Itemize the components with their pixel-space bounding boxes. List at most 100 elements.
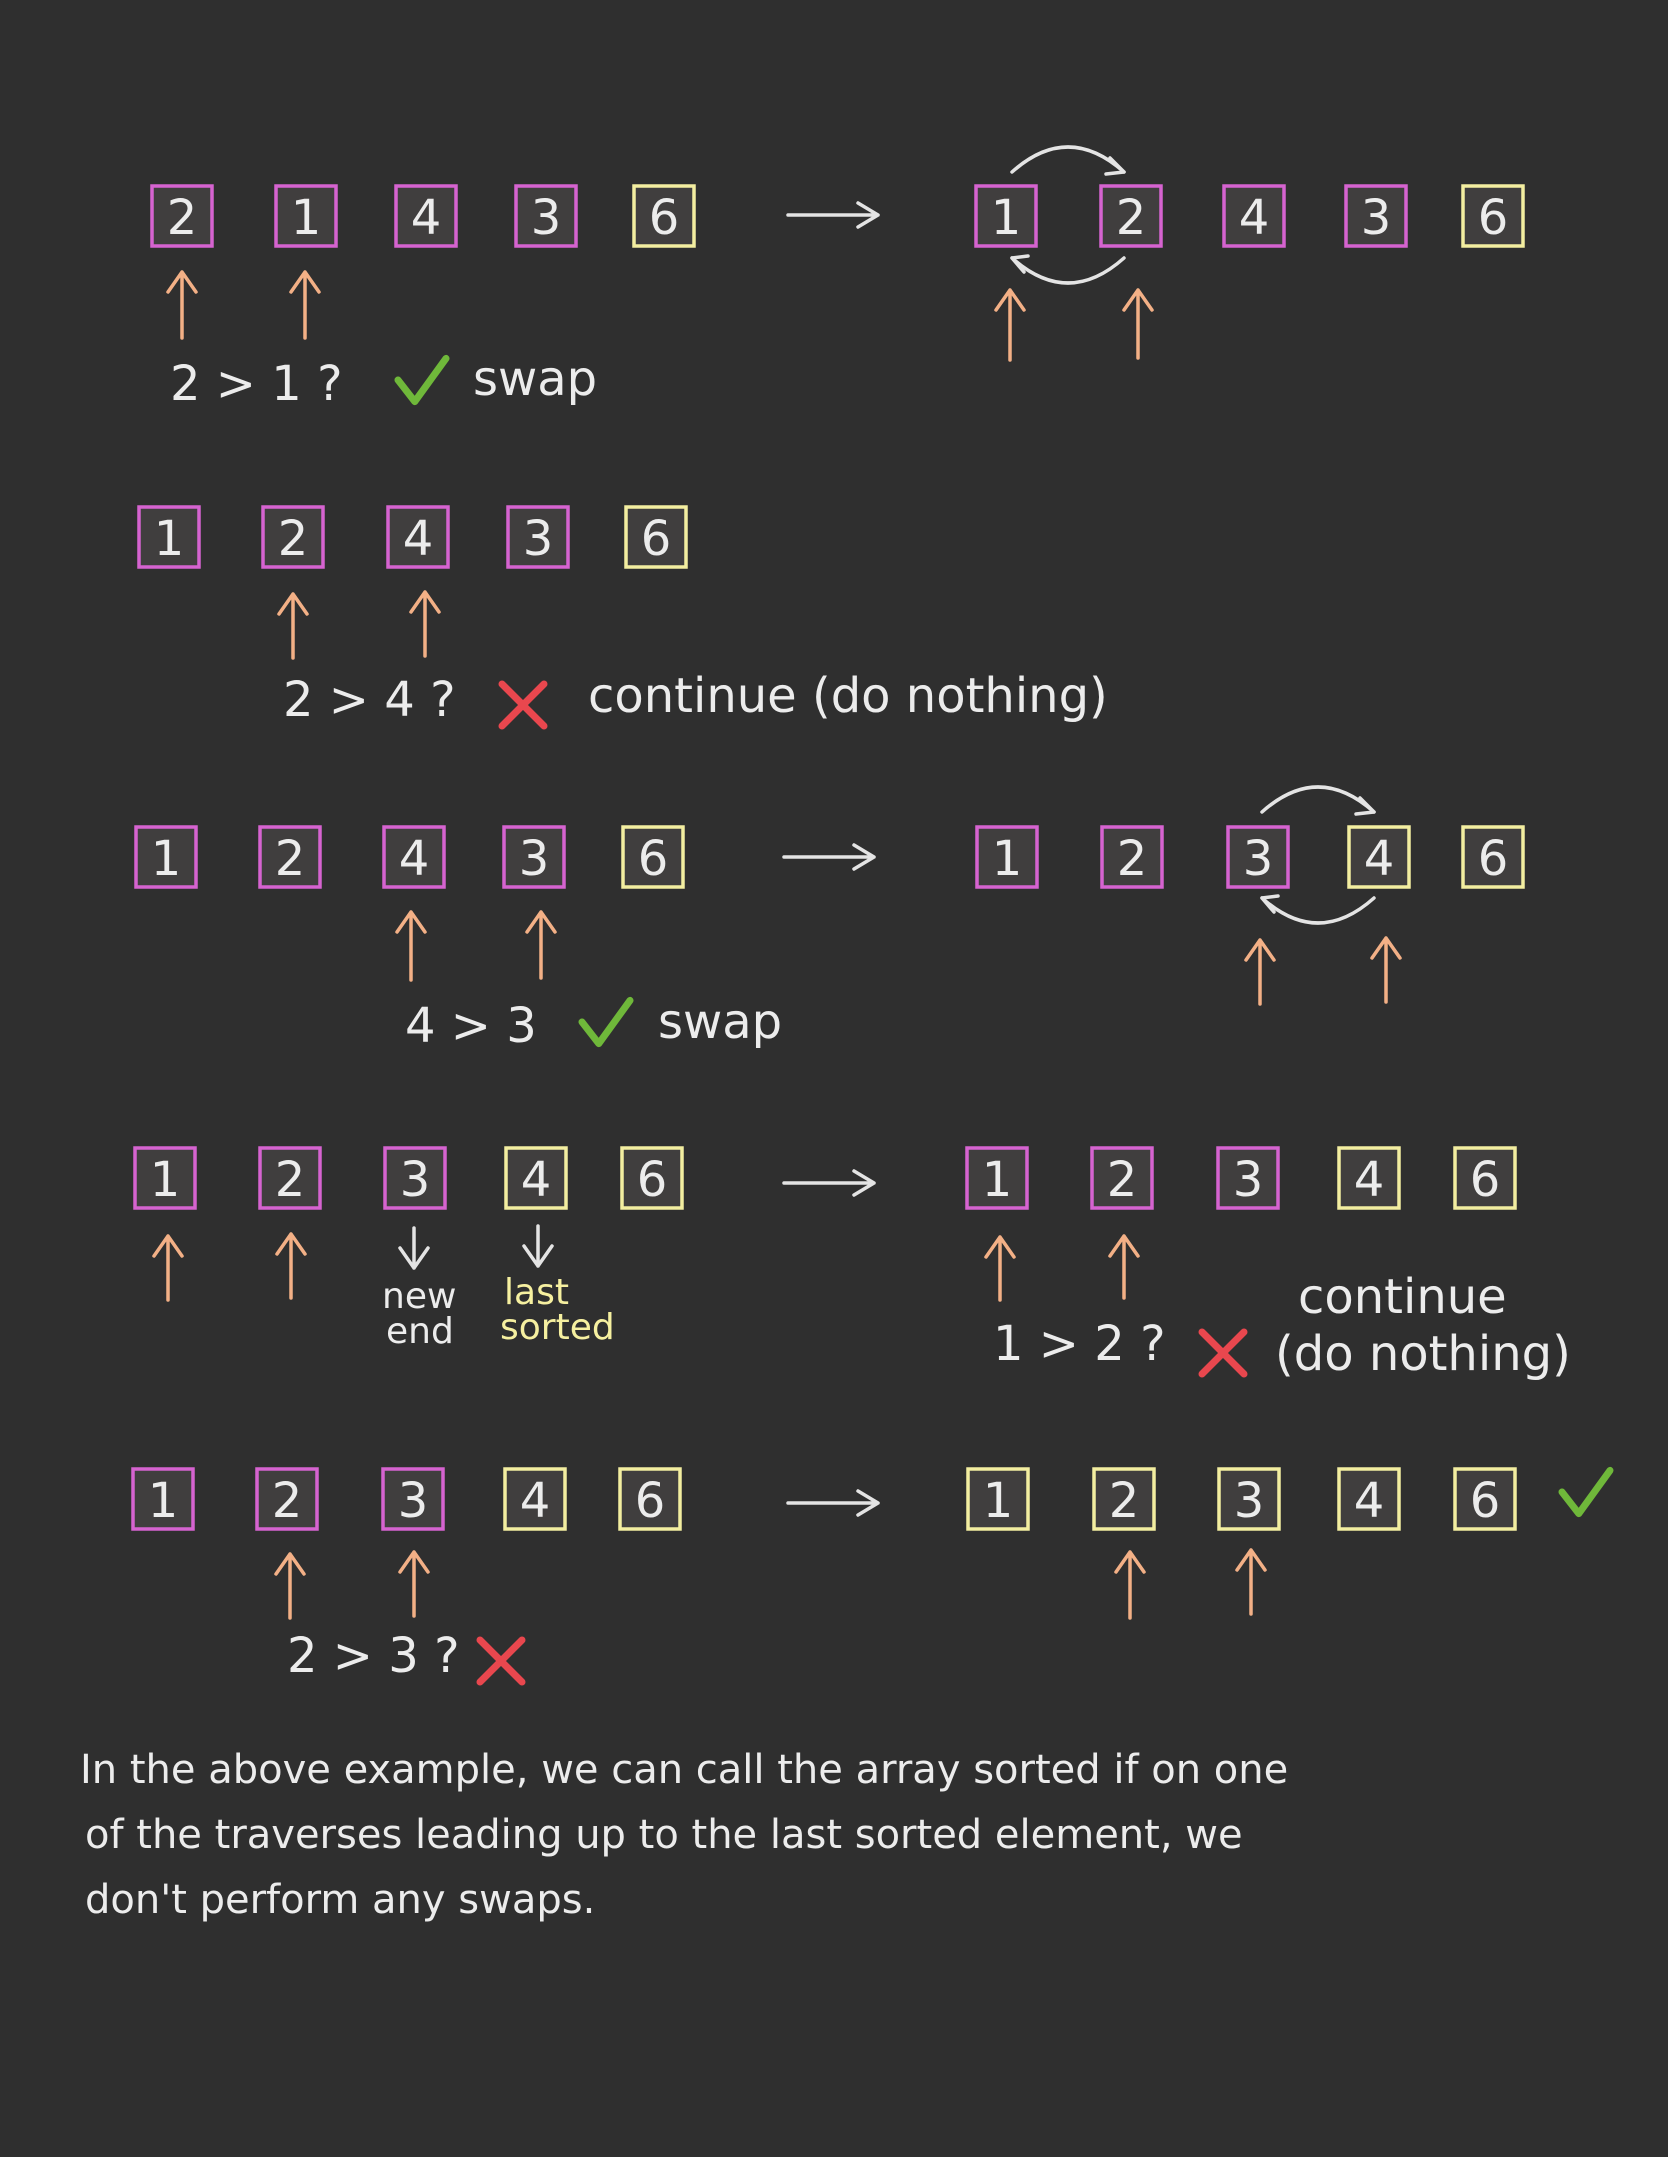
array-cell-box xyxy=(620,1146,684,1210)
array-cell-value: 1 xyxy=(982,1152,1013,1208)
array-cell: 1 xyxy=(137,505,201,569)
array-cell-value: 4 xyxy=(1354,1473,1385,1529)
pointer-arrow xyxy=(1114,1550,1146,1620)
step1-action: swap xyxy=(473,351,597,407)
swap-arc-bottom xyxy=(1010,256,1126,285)
array-cell: 4 xyxy=(1222,184,1286,248)
array-cell-value: 2 xyxy=(1107,1152,1138,1208)
array-cell: 3 xyxy=(1226,825,1290,889)
array-cell-box xyxy=(137,505,201,569)
array-cell: 1 xyxy=(134,825,198,889)
array-cell-box xyxy=(502,825,566,889)
pointer-arrow xyxy=(166,270,198,340)
array-cell-box xyxy=(150,184,214,248)
array-cell-value: 3 xyxy=(523,511,554,567)
caption-line-1: In the above example, we can call the ar… xyxy=(80,1747,1288,1793)
caption-line-3: don't perform any swaps. xyxy=(85,1877,595,1923)
array-cell: 3 xyxy=(1216,1146,1280,1210)
array-cell: 6 xyxy=(621,825,685,889)
array-cell-value: 2 xyxy=(1117,831,1148,887)
pointer-arrow xyxy=(398,1550,430,1618)
pointer-arrow xyxy=(994,288,1026,362)
array-cell: 1 xyxy=(131,1467,195,1531)
array-cell-value: 1 xyxy=(150,1152,181,1208)
array-cell-value: 3 xyxy=(398,1473,429,1529)
array-cell: 6 xyxy=(620,1146,684,1210)
array-cell-box xyxy=(632,184,696,248)
array-cell-value: 3 xyxy=(1361,190,1392,246)
array-cell: 2 xyxy=(150,184,214,248)
array-cell-value: 4 xyxy=(1364,831,1395,887)
pointer-arrow xyxy=(395,910,427,982)
transition-arrow xyxy=(786,1489,880,1517)
array-cell-value: 6 xyxy=(1478,190,1509,246)
array-cell: 4 xyxy=(504,1146,568,1210)
array-cell-box xyxy=(382,825,446,889)
step3-comparison: 4 > 3 xyxy=(405,998,537,1054)
array-cell-box xyxy=(1453,1146,1517,1210)
array-cell: 6 xyxy=(1453,1467,1517,1531)
swap-arc-bottom xyxy=(1260,896,1376,925)
pointer-arrow xyxy=(274,1552,306,1620)
array-cell-box xyxy=(624,505,688,569)
swap-arc-bottom-head xyxy=(1260,894,1280,914)
step4-action-line2: (do nothing) xyxy=(1275,1326,1571,1382)
pointer-arrow xyxy=(984,1235,1016,1302)
array-cell: 1 xyxy=(965,1146,1029,1210)
pointer-arrow xyxy=(289,270,321,340)
array-cell-box xyxy=(383,1146,447,1210)
array-cell-box xyxy=(1217,1467,1281,1531)
step3-action: swap xyxy=(658,994,782,1050)
array-cell: 2 xyxy=(258,825,322,889)
array-cell-box xyxy=(386,505,450,569)
array-cell-value: 1 xyxy=(992,831,1023,887)
swap-arc-bottom-head xyxy=(1010,254,1030,274)
array-cell-box xyxy=(1090,1146,1154,1210)
step5-comparison: 2 > 3 ? xyxy=(287,1628,460,1684)
array-cell: 2 xyxy=(258,1146,322,1210)
array-cell-value: 4 xyxy=(403,511,434,567)
array-cell-value: 2 xyxy=(1116,190,1147,246)
array-cell: 4 xyxy=(394,184,458,248)
array-cell-value: 2 xyxy=(1109,1473,1140,1529)
transition-arrow xyxy=(786,201,880,229)
array-cell: 4 xyxy=(386,505,450,569)
array-cell: 2 xyxy=(1092,1467,1156,1531)
diagram-marks xyxy=(152,145,1614,1686)
pointer-arrow xyxy=(409,590,441,658)
array-cell-value: 4 xyxy=(520,1473,551,1529)
array-cell: 3 xyxy=(1344,184,1408,248)
swap-arc-top-head xyxy=(1354,796,1376,816)
array-cell-box xyxy=(1099,184,1163,248)
array-cell-value: 6 xyxy=(637,1152,668,1208)
pointer-arrow xyxy=(1244,938,1276,1006)
array-cell-box xyxy=(506,505,570,569)
array-cell-value: 4 xyxy=(399,831,430,887)
array-cell-value: 6 xyxy=(1470,1473,1501,1529)
array-cell: 2 xyxy=(1090,1146,1154,1210)
array-cell-box xyxy=(965,1146,1029,1210)
pointer-arrow xyxy=(275,1232,307,1300)
array-cell: 6 xyxy=(1461,825,1525,889)
array-cell-box xyxy=(258,825,322,889)
array-cell-box xyxy=(1337,1146,1401,1210)
pointer-arrow xyxy=(525,910,557,980)
array-cell: 6 xyxy=(1461,184,1525,248)
check-icon xyxy=(578,996,634,1048)
array-cell-box xyxy=(255,1467,319,1531)
array-cell-box xyxy=(618,1467,682,1531)
array-cell-box xyxy=(258,1146,322,1210)
array-cell: 4 xyxy=(1347,825,1411,889)
new-end-label-1: new xyxy=(382,1276,456,1317)
array-cell-value: 2 xyxy=(272,1473,303,1529)
check-icon xyxy=(1558,1466,1614,1518)
transition-arrow xyxy=(782,1169,876,1197)
array-cell: 1 xyxy=(274,184,338,248)
array-cell: 3 xyxy=(514,184,578,248)
array-cell-value: 2 xyxy=(278,511,309,567)
array-cell-value: 4 xyxy=(411,190,442,246)
pointer-arrow xyxy=(1108,1234,1140,1300)
array-cell-value: 3 xyxy=(400,1152,431,1208)
